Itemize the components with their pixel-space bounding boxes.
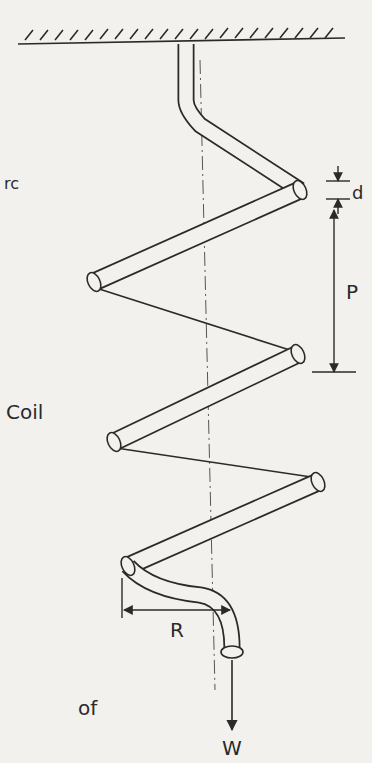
back-wire xyxy=(96,288,318,478)
coil-wire xyxy=(94,44,318,648)
load-arrow xyxy=(231,660,233,730)
dimension-label: R xyxy=(170,620,184,640)
dimension-lines xyxy=(122,166,356,618)
dimension-label: Coil xyxy=(6,402,43,422)
dimension-label: d xyxy=(352,184,363,202)
dimension-label: P xyxy=(346,282,358,302)
ceiling xyxy=(18,28,345,44)
dimension-label: of xyxy=(78,698,97,718)
wire-ends xyxy=(84,178,327,658)
dimension-label: rc xyxy=(4,176,19,192)
dimension-label: W xyxy=(222,738,242,758)
